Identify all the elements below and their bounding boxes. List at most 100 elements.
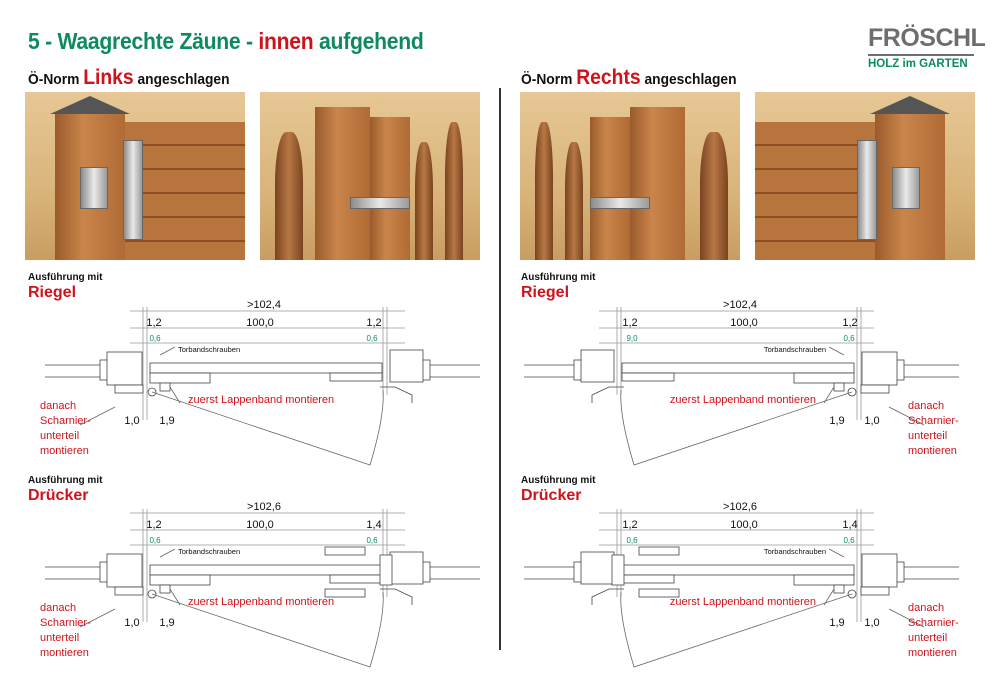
drawing	[524, 509, 959, 668]
hinge-plate	[159, 382, 171, 392]
step2-label: Scharnier-	[908, 415, 959, 427]
screws-label: Torbandschrauben	[764, 547, 826, 556]
hinge-plate	[833, 382, 845, 392]
logo-name: FRÖSCHL	[868, 24, 986, 52]
line	[159, 548, 176, 558]
dim-latch: 1,2	[366, 317, 381, 329]
step2-label: Scharnier-	[40, 617, 91, 629]
step2-label: unterteil	[40, 632, 79, 644]
variant-title: Drücker	[521, 487, 582, 504]
latch	[380, 588, 413, 605]
step1-label: zuerst Lappenband montieren	[188, 394, 334, 406]
drawing	[45, 307, 480, 466]
line	[823, 386, 835, 404]
latch	[380, 386, 413, 403]
hinge-base	[114, 384, 144, 394]
gate-rail-end	[793, 574, 855, 586]
dim-middle: 100,0	[730, 519, 758, 531]
handle	[638, 546, 680, 556]
hinge-base	[114, 586, 144, 596]
diagram-right-riegel: >102,41,2100,01,20,69,0Torbandschraubenz…	[524, 299, 959, 466]
handle	[324, 588, 366, 598]
gate-rail-end	[621, 372, 675, 382]
hinge-plate	[159, 584, 171, 594]
drawing	[524, 307, 959, 466]
hinge-base	[860, 586, 890, 596]
step2-label: Scharnier-	[40, 415, 91, 427]
logo-divider	[868, 54, 974, 56]
post	[389, 349, 424, 383]
step2-label: unterteil	[40, 430, 79, 442]
gap-hinge: 0,6	[843, 334, 855, 343]
gate-rail	[149, 362, 383, 374]
gate-rail-end	[793, 372, 855, 384]
heading-suffix: angeschlagen	[133, 71, 230, 88]
gap-latch: 9,0	[626, 334, 638, 343]
handle	[638, 588, 680, 598]
dim-hinge: 1,2	[146, 519, 161, 531]
line	[888, 406, 925, 426]
gate-rail-end	[621, 574, 675, 584]
photo-hinge-right	[755, 92, 975, 260]
swing-arc	[151, 389, 384, 466]
dim-a: 1,0	[864, 617, 879, 629]
gate-rail-end	[149, 574, 211, 586]
line	[888, 608, 925, 628]
gate-rail	[621, 564, 855, 576]
line	[169, 588, 181, 606]
variant-title: Drücker	[28, 487, 89, 504]
post	[580, 551, 615, 585]
dim-total: >102,6	[247, 501, 281, 513]
gate-rail-end	[329, 574, 383, 584]
dim-total: >102,4	[247, 299, 281, 311]
lock-case	[379, 554, 393, 586]
step2-label: danach	[40, 602, 76, 614]
caption: Ausführung mit	[28, 272, 103, 283]
heading-highlight: Links	[83, 66, 134, 89]
dim-hinge: 1,2	[622, 519, 637, 531]
photo-latch-left	[260, 92, 480, 260]
gate-rail	[621, 362, 855, 374]
right-heading: Ö-Norm Rechts angeschlagen	[521, 66, 736, 90]
dim-middle: 100,0	[246, 317, 274, 329]
gap-latch: 0,6	[626, 536, 638, 545]
step2-label: montieren	[908, 445, 957, 457]
step2-label: montieren	[40, 445, 89, 457]
post	[861, 553, 898, 588]
latch	[591, 386, 624, 403]
caption: Ausführung mit	[521, 475, 596, 486]
lock-case	[611, 554, 625, 586]
heading-suffix: angeschlagen	[640, 71, 737, 88]
dim-a: 1,0	[124, 415, 139, 427]
title-highlight: innen	[258, 28, 314, 54]
handle	[324, 546, 366, 556]
gap-latch: 0,6	[366, 536, 378, 545]
title-text: 5 - Waagrechte Zäune -	[28, 28, 259, 54]
step2-label: danach	[908, 602, 944, 614]
drawing	[45, 509, 480, 668]
logo-tagline: HOLZ im GARTEN	[868, 58, 968, 70]
step2-label: danach	[908, 400, 944, 412]
variant-title: Riegel	[521, 284, 570, 301]
screws-label: Torbandschrauben	[764, 345, 826, 354]
latch	[591, 588, 624, 605]
line	[79, 608, 116, 628]
dim-b: 1,9	[159, 617, 174, 629]
post	[106, 553, 143, 588]
heading-highlight: Rechts	[576, 66, 641, 89]
dim-b: 1,9	[159, 415, 174, 427]
dim-total: >102,4	[723, 299, 757, 311]
column-divider	[499, 88, 501, 650]
line	[169, 386, 181, 404]
dim-latch: 1,4	[842, 519, 857, 531]
hinge-base	[860, 384, 890, 394]
variant-title: Riegel	[28, 284, 77, 301]
gap-hinge: 0,6	[149, 334, 161, 343]
dim-a: 1,0	[864, 415, 879, 427]
line	[159, 346, 176, 356]
step1-label: zuerst Lappenband montieren	[670, 596, 816, 608]
swing-arc	[620, 591, 853, 668]
step1-label: zuerst Lappenband montieren	[670, 394, 816, 406]
dim-latch: 1,2	[842, 317, 857, 329]
